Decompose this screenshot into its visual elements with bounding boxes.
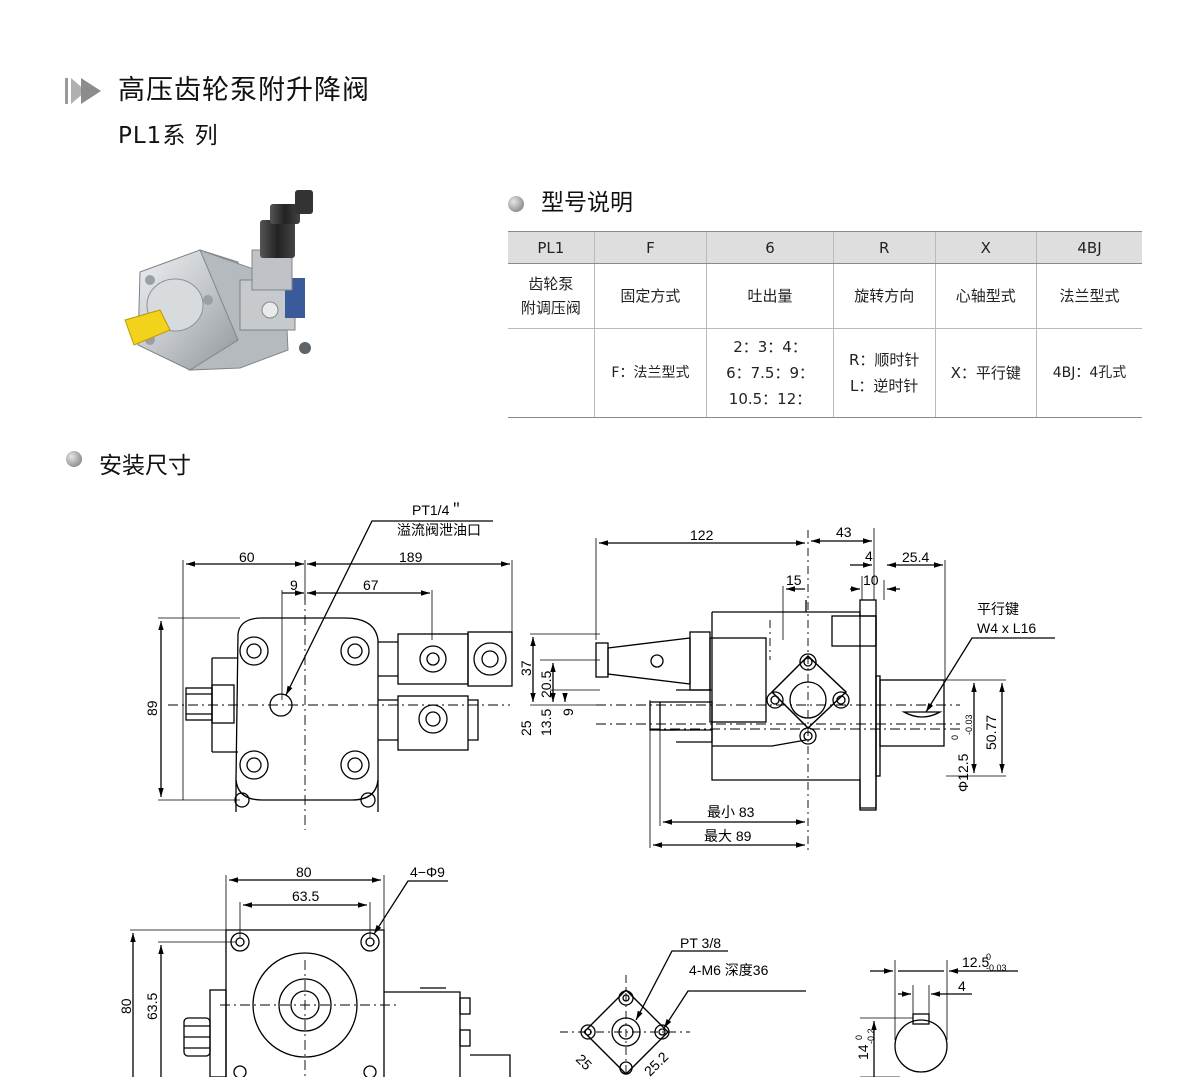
- dim-label: 15: [786, 572, 802, 588]
- table-cell: 心轴型式: [934, 263, 1037, 329]
- table-header: PL1: [508, 231, 595, 264]
- dim-label: 25.2: [641, 1048, 672, 1077]
- dim-label: 67: [363, 577, 379, 593]
- port-note: PT1/4＂: [412, 502, 463, 518]
- svg-text:-0.2: -0.2: [866, 1028, 876, 1044]
- svg-text:Φ12.5: Φ12.5: [955, 753, 971, 792]
- bolts-label: 4-M6 深度36: [689, 962, 769, 978]
- table-cell: 固定方式: [593, 263, 707, 329]
- dim-label: 25: [573, 1051, 595, 1073]
- holes-label: 4−Φ9: [410, 864, 445, 880]
- dim-label: 80: [118, 998, 134, 1014]
- table-cell: 法兰型式: [1036, 263, 1142, 329]
- dim-label: 20.5: [538, 671, 554, 698]
- table-header: X: [934, 231, 1037, 264]
- model-table: PL1 F 6 R X 4BJ 齿轮泵附调压阀 固定方式 吐出量 旋转方向 心轴…: [508, 231, 1142, 418]
- table-cell: F：法兰型式: [593, 328, 707, 418]
- dim-label: 4: [958, 978, 966, 994]
- dim-label: 43: [836, 524, 852, 540]
- section-dot-icon: [66, 451, 82, 467]
- dim-label: 25: [518, 720, 534, 736]
- svg-text:-0.03: -0.03: [986, 963, 1007, 973]
- svg-text:14: 14: [855, 1044, 871, 1060]
- port-desc: 溢流阀泄油口: [397, 522, 481, 538]
- dim-label: 37: [518, 660, 534, 676]
- dim-label: 80: [296, 864, 312, 880]
- shaft-height-label: 14 0 -0.2: [854, 1028, 876, 1060]
- key-size-label: W4 x L16: [977, 620, 1036, 636]
- dim-label: 89: [144, 700, 160, 716]
- dim-label: 63.5: [144, 993, 160, 1020]
- table-cell: X：平行键: [934, 328, 1037, 418]
- svg-text:0: 0: [854, 1035, 864, 1040]
- dim-label: 4: [865, 548, 873, 564]
- page-title: 高压齿轮泵附升降阀: [118, 75, 370, 106]
- dim-label: 189: [399, 549, 423, 565]
- shaft-width-label: 12.5 0 -0.03: [962, 952, 1007, 973]
- table-cell: 旋转方向: [832, 263, 936, 329]
- dim-label: 9: [290, 577, 298, 593]
- key-label: 平行键: [977, 601, 1019, 617]
- section-dot-icon: [508, 196, 524, 212]
- pump-photo: [124, 190, 313, 371]
- min-length-label: 最小 83: [707, 804, 755, 820]
- svg-text:0: 0: [986, 952, 991, 962]
- table-header: R: [832, 231, 936, 264]
- svg-text:0: 0: [950, 735, 960, 740]
- shaft-dia-label: Φ12.5 0 -0.03: [950, 714, 974, 792]
- table-cell: 2：3：4：6：7.5：9：10.5：12：: [706, 328, 834, 418]
- table-header: 4BJ: [1036, 231, 1142, 264]
- table-cell: [508, 328, 595, 418]
- technical-drawing: 60 189 9 67 89 37 20.5 13.5 9 25 PT1/4＂ …: [118, 502, 1055, 1077]
- table-cell: 吐出量: [706, 263, 834, 329]
- table-cell: 齿轮泵附调压阀: [508, 263, 595, 329]
- svg-text:-0.03: -0.03: [964, 714, 974, 735]
- dim-label: 63.5: [292, 888, 319, 904]
- dim-label: 60: [239, 549, 255, 565]
- svg-text:12.5: 12.5: [962, 954, 989, 970]
- dim-label: 13.5: [538, 709, 554, 736]
- page-subtitle: PL1系 列: [118, 123, 219, 149]
- dim-label: 25.4: [902, 549, 929, 565]
- dim-label: 10: [863, 572, 879, 588]
- max-length-label: 最大 89: [704, 828, 752, 844]
- install-section-title: 安装尺寸: [99, 453, 191, 479]
- dim-label: 50.77: [983, 715, 999, 750]
- table-cell: 4BJ：4孔式: [1036, 328, 1142, 418]
- title-arrow-icon: [65, 78, 101, 104]
- model-section-title: 型号说明: [541, 190, 633, 216]
- table-header: 6: [706, 231, 834, 264]
- dim-label: 9: [560, 708, 576, 716]
- dim-label: 122: [690, 527, 714, 543]
- port-label: PT 3/8: [680, 935, 721, 951]
- table-header: F: [593, 231, 707, 264]
